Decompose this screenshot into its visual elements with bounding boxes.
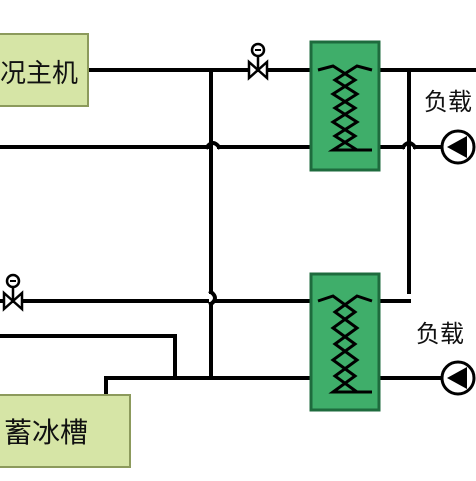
ice-tank-box xyxy=(0,394,131,468)
ice-tank-label: 蓄冰槽 xyxy=(4,416,88,449)
load-top-label: 负载 xyxy=(424,88,472,116)
heat-exchanger-icon xyxy=(309,40,381,172)
chiller-label: 况主机 xyxy=(0,59,78,89)
chiller-unit: 况主机 xyxy=(0,33,89,107)
valve-icon xyxy=(2,273,24,312)
pump-icon xyxy=(440,360,476,396)
load-bottom-label: 负载 xyxy=(416,320,464,348)
heat-exchanger-icon xyxy=(309,272,381,412)
chiller-box xyxy=(0,33,89,107)
valve-icon xyxy=(247,42,269,81)
ice-tank-unit: 蓄冰槽 xyxy=(0,394,131,468)
pump-icon xyxy=(440,129,476,165)
piping xyxy=(0,68,476,397)
